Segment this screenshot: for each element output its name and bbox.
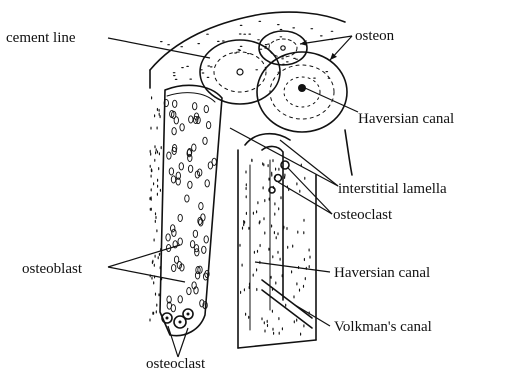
label-haversian-canal-top: Haversian canal [358,111,454,127]
label-osteoblast: osteoblast [22,261,83,277]
leader-lines [108,36,358,357]
haversian-canal-1 [237,69,243,75]
haversian-canal-3 [298,84,306,92]
lamellar-dots-body [149,96,310,335]
resorption-tunnel [160,85,222,335]
label-osteoclast-right: osteoclast [333,207,393,223]
osteoclast-cluster-bottom [162,309,193,328]
label-volkmans-canal: Volkman's canal [334,319,432,335]
haversian-canal-2 [281,46,285,50]
label-cement-line: cement line [6,30,76,46]
label-osteoclast-bottom: osteoclast [146,356,206,371]
haversian-column [245,134,312,330]
label-osteon: osteon [355,28,395,44]
osteon-group [200,31,347,132]
label-haversian-canal-mid: Haversian canal [334,265,430,281]
osteoclast-cluster-right [269,161,289,193]
label-interstitial-lamella: interstitial lamella [338,181,447,197]
